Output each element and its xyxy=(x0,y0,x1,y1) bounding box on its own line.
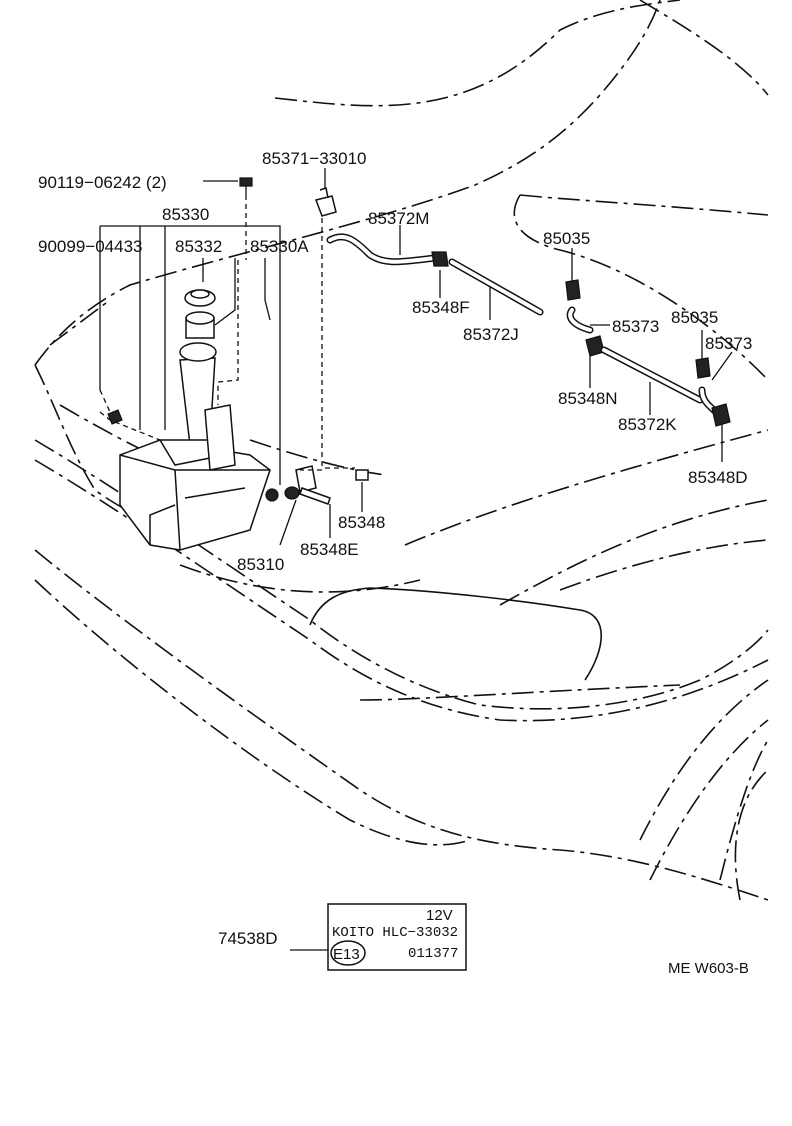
hose-85372K xyxy=(600,346,704,404)
label-plate-74538D: 12V KOITO HLC−33032 E13 011377 xyxy=(327,903,467,971)
tank-cap-85332 xyxy=(184,289,216,339)
label-85348E: 85348E xyxy=(300,540,359,559)
label-85372K: 85372K xyxy=(618,415,677,434)
label-85348: 85348 xyxy=(338,513,385,532)
plate-voltage: 12V xyxy=(426,907,453,924)
pump-85310 xyxy=(265,465,331,505)
label-85348D: 85348D xyxy=(688,468,748,487)
label-85330A: 85330A xyxy=(250,237,309,256)
label-90099-04433: 90099−04433 xyxy=(38,237,142,256)
label-85372J: 85372J xyxy=(463,325,519,344)
clip-85371 xyxy=(315,187,337,217)
label-74538D: 74538D xyxy=(218,929,278,948)
label-85310: 85310 xyxy=(237,555,284,574)
label-85371-33010: 85371−33010 xyxy=(262,149,366,168)
joint-85348N xyxy=(585,335,605,357)
plate-mark-circle xyxy=(330,940,366,966)
label-85348N: 85348N xyxy=(558,389,618,408)
washer-tank xyxy=(119,342,271,551)
label-85373-right: 85373 xyxy=(705,334,752,353)
hose-85372M xyxy=(326,233,439,266)
label-90119-06242: 90119−06242 (2) xyxy=(38,173,167,192)
label-85373-middle: 85373 xyxy=(612,317,659,336)
leader-lines xyxy=(99,168,733,951)
part-labels: 90119−06242 (2) 85371−33010 85330 90099−… xyxy=(38,149,752,948)
hose-85373a xyxy=(566,306,594,334)
label-85332: 85332 xyxy=(175,237,222,256)
valve-85035b xyxy=(695,357,711,379)
label-85330: 85330 xyxy=(162,205,209,224)
plate-mark: E13 xyxy=(333,946,360,963)
label-85372M: 85372M xyxy=(368,209,429,228)
hose-85372J xyxy=(448,258,544,316)
plate-maker-model: KOITO HLC−33032 xyxy=(332,925,458,941)
label-85348F: 85348F xyxy=(412,298,470,317)
plate-number: 011377 xyxy=(408,946,458,962)
label-85035-upper: 85035 xyxy=(543,229,590,248)
label-85035-right: 85035 xyxy=(671,308,718,327)
joint-85348F xyxy=(431,251,449,267)
valve-85035a xyxy=(565,279,581,301)
joint-85348D xyxy=(711,403,731,427)
diagram-code: ME W603-B xyxy=(668,960,749,977)
bolt-90119 xyxy=(239,177,253,195)
connector-85348 xyxy=(355,469,369,481)
